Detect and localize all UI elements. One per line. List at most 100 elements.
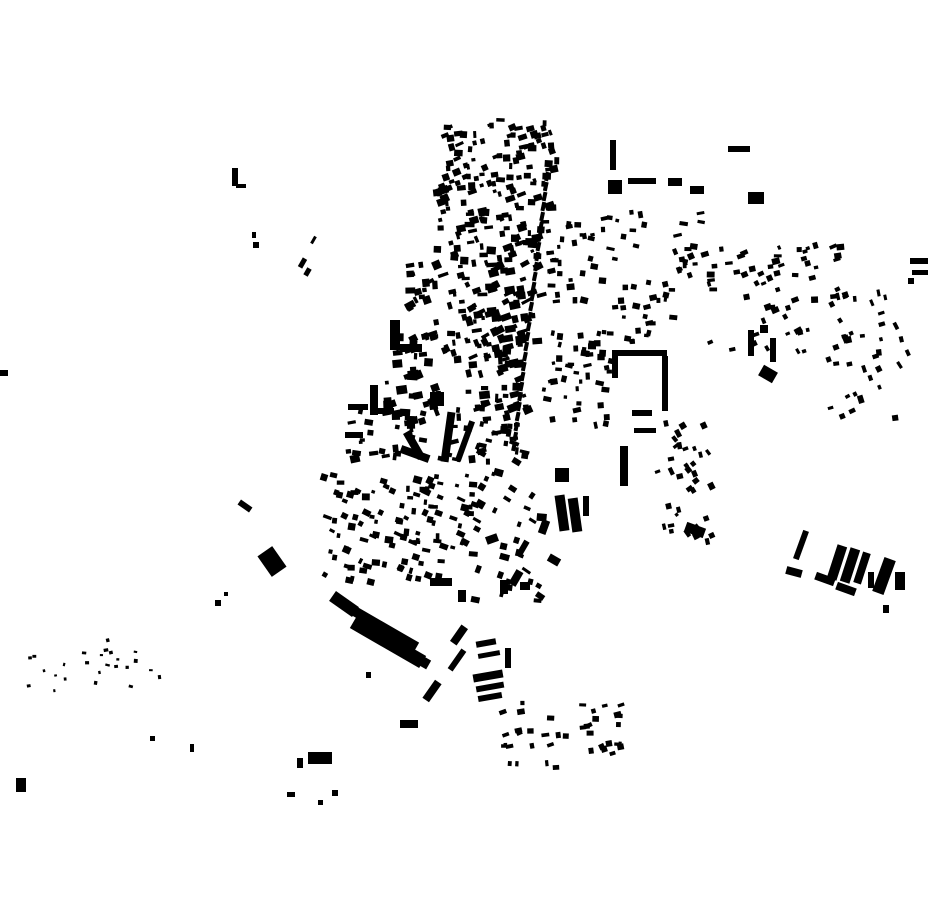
building <box>574 221 582 228</box>
building <box>310 235 317 245</box>
building <box>883 605 889 613</box>
building <box>609 750 616 757</box>
building <box>527 230 531 237</box>
building <box>501 356 510 362</box>
building <box>590 232 595 237</box>
building <box>430 578 452 586</box>
building <box>411 552 421 562</box>
building <box>487 123 491 128</box>
building <box>190 744 194 752</box>
building <box>571 239 578 247</box>
building <box>456 184 466 191</box>
building <box>422 679 442 703</box>
building <box>590 708 597 714</box>
building <box>528 517 537 525</box>
building <box>467 228 478 234</box>
building <box>645 319 654 327</box>
building <box>133 650 138 654</box>
building <box>405 573 413 582</box>
building <box>519 371 526 382</box>
building <box>618 741 622 749</box>
building <box>400 558 409 566</box>
building <box>519 276 527 283</box>
building <box>630 283 638 290</box>
building <box>573 345 579 352</box>
building <box>810 296 819 303</box>
building <box>530 181 537 186</box>
building <box>575 386 579 392</box>
building <box>433 318 440 326</box>
building <box>674 512 679 517</box>
building <box>842 294 848 300</box>
building <box>581 232 588 240</box>
building <box>748 330 754 356</box>
building <box>505 648 511 668</box>
building <box>895 572 905 590</box>
building <box>835 581 857 597</box>
building <box>483 352 489 362</box>
building <box>690 469 699 478</box>
building <box>437 271 449 279</box>
building <box>353 487 362 495</box>
building <box>473 319 477 324</box>
building <box>598 742 606 751</box>
building <box>362 562 373 570</box>
building <box>554 157 560 165</box>
building <box>418 437 428 443</box>
building <box>440 132 450 139</box>
building <box>383 400 393 409</box>
building <box>524 331 531 342</box>
building <box>507 123 517 132</box>
building <box>598 349 607 357</box>
building <box>328 528 336 534</box>
building <box>668 178 682 186</box>
building <box>535 241 542 252</box>
building <box>547 378 555 384</box>
building <box>763 302 773 312</box>
building <box>485 438 493 443</box>
building <box>297 758 303 768</box>
building <box>475 638 497 648</box>
building <box>861 364 868 374</box>
building <box>828 300 836 308</box>
building <box>844 393 851 400</box>
building <box>502 495 512 503</box>
building <box>471 157 476 162</box>
building <box>420 332 430 341</box>
building <box>479 243 484 250</box>
building <box>465 369 473 378</box>
building <box>464 221 475 228</box>
building <box>515 149 523 155</box>
building <box>403 299 417 311</box>
building <box>908 278 914 284</box>
building <box>892 321 900 331</box>
building <box>484 309 493 317</box>
building <box>600 226 606 233</box>
building <box>526 311 533 322</box>
building <box>838 412 846 420</box>
building <box>501 731 510 738</box>
building <box>590 263 599 270</box>
building <box>512 536 521 545</box>
building <box>521 566 532 575</box>
building <box>421 508 429 517</box>
building <box>546 553 562 567</box>
building <box>473 175 480 182</box>
building <box>724 261 733 266</box>
building <box>456 413 462 421</box>
building <box>85 661 90 665</box>
building <box>448 178 455 185</box>
building <box>520 582 530 590</box>
building <box>683 521 707 539</box>
building <box>495 397 503 404</box>
building <box>457 264 463 269</box>
building <box>503 290 514 297</box>
building <box>532 337 543 345</box>
building <box>520 700 525 706</box>
building <box>440 346 448 355</box>
building <box>852 391 858 397</box>
building <box>480 332 490 340</box>
building <box>707 481 716 491</box>
building <box>513 300 521 307</box>
building <box>384 535 394 544</box>
